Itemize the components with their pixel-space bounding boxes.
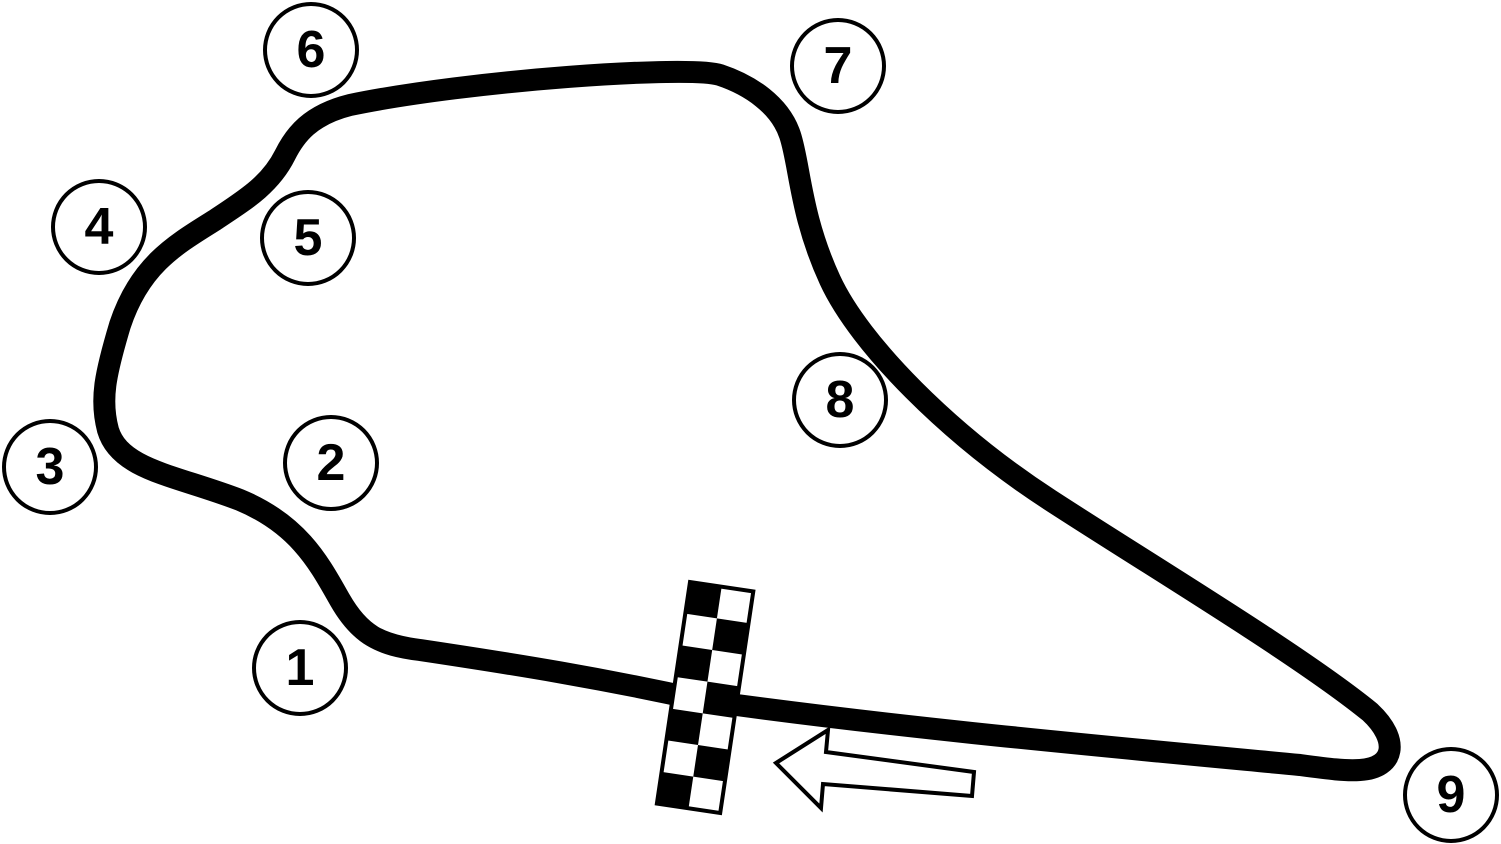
corner-label: 8 (826, 371, 855, 429)
corner-marker-3: 3 (2, 419, 98, 515)
corner-marker-2: 2 (283, 415, 379, 511)
corner-marker-7: 7 (790, 18, 886, 114)
corner-marker-6: 6 (263, 2, 359, 98)
corner-label: 7 (824, 37, 853, 95)
corner-marker-5: 5 (260, 190, 356, 286)
corner-label: 9 (1437, 766, 1466, 824)
corner-label: 3 (36, 438, 65, 496)
corner-marker-8: 8 (792, 352, 888, 448)
arrow-left-icon (772, 726, 977, 813)
checkered-flag-icon (654, 579, 756, 816)
corner-marker-1: 1 (252, 620, 348, 716)
corner-marker-9: 9 (1403, 747, 1499, 843)
corner-label: 2 (317, 434, 346, 492)
track-outline (93, 60, 1401, 782)
corner-label: 5 (294, 209, 323, 267)
corner-marker-4: 4 (51, 179, 147, 275)
corner-label: 6 (297, 21, 326, 79)
corner-label: 4 (85, 198, 114, 256)
corner-label: 1 (286, 639, 315, 697)
